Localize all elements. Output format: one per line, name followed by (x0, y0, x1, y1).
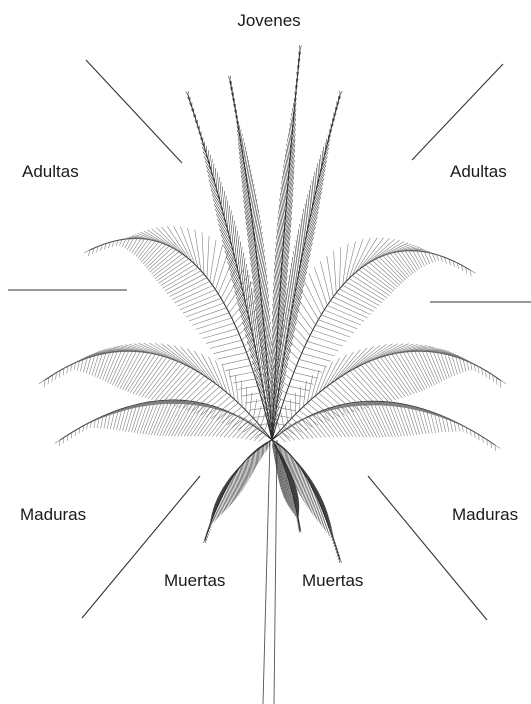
label-maduras-right: Maduras (452, 505, 518, 524)
frond-young-3 (272, 91, 342, 441)
label-muertas-right: Muertas (302, 571, 363, 590)
leader-line-upper-left (86, 60, 182, 163)
leader-line-lower-left (82, 476, 200, 618)
label-muertas-left: Muertas (164, 571, 225, 590)
leader-line-lower-right (368, 476, 487, 620)
frond-adult-right (267, 238, 475, 440)
label-jovenes: Jovenes (237, 11, 300, 30)
palm-fronds (39, 45, 506, 563)
leader-lines (8, 60, 531, 620)
label-adultas-left: Adultas (22, 162, 79, 181)
label-maduras-left: Maduras (20, 505, 86, 524)
frond-dead-left (203, 440, 272, 543)
palm-trunk (263, 440, 277, 704)
leader-line-upper-right (412, 64, 503, 160)
frond-mature-left-2 (55, 400, 272, 446)
label-adultas-right: Adultas (450, 162, 507, 181)
